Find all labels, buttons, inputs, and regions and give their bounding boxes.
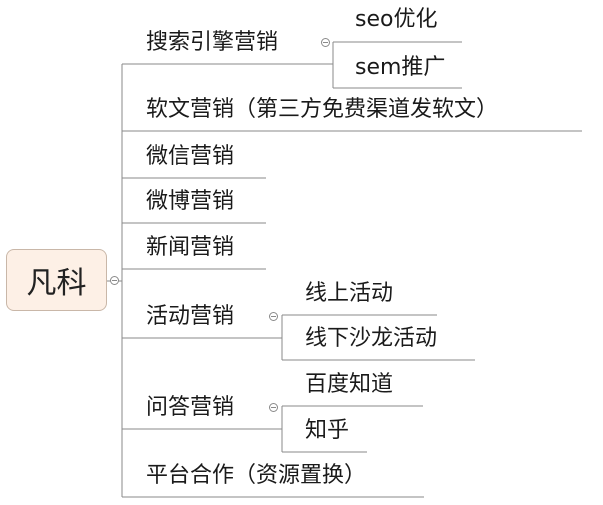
topic-weibo-marketing[interactable]: 微博营销 [146,189,235,214]
subtopic-baidu-zhidao[interactable]: 百度知道 [305,372,394,397]
search-collapse-icon[interactable] [321,38,330,47]
topic-platform-cooperation[interactable]: 平台合作（资源置换） [146,463,367,488]
subtopic-offline-salon[interactable]: 线下沙龙活动 [305,326,438,351]
topic-news-marketing[interactable]: 新闻营销 [146,235,235,260]
subtopic-seo[interactable]: seo优化 [355,7,438,32]
topic-event-marketing[interactable]: 活动营销 [146,304,235,329]
topic-search-engine-marketing[interactable]: 搜索引擎营销 [146,30,279,55]
topic-qa-marketing[interactable]: 问答营销 [146,395,235,420]
topic-soft-article-marketing[interactable]: 软文营销（第三方免费渠道发软文） [146,97,499,122]
qa-collapse-icon[interactable] [269,403,278,412]
subtopic-online-event[interactable]: 线上活动 [305,281,394,306]
subtopic-sem[interactable]: sem推广 [355,55,446,80]
root-collapse-icon[interactable] [110,276,119,285]
event-collapse-icon[interactable] [269,312,278,321]
subtopic-zhihu[interactable]: 知乎 [305,418,350,443]
root-label: 凡科 [26,266,87,301]
topic-wechat-marketing[interactable]: 微信营销 [146,144,235,169]
root-node[interactable]: 凡科 [6,249,107,311]
